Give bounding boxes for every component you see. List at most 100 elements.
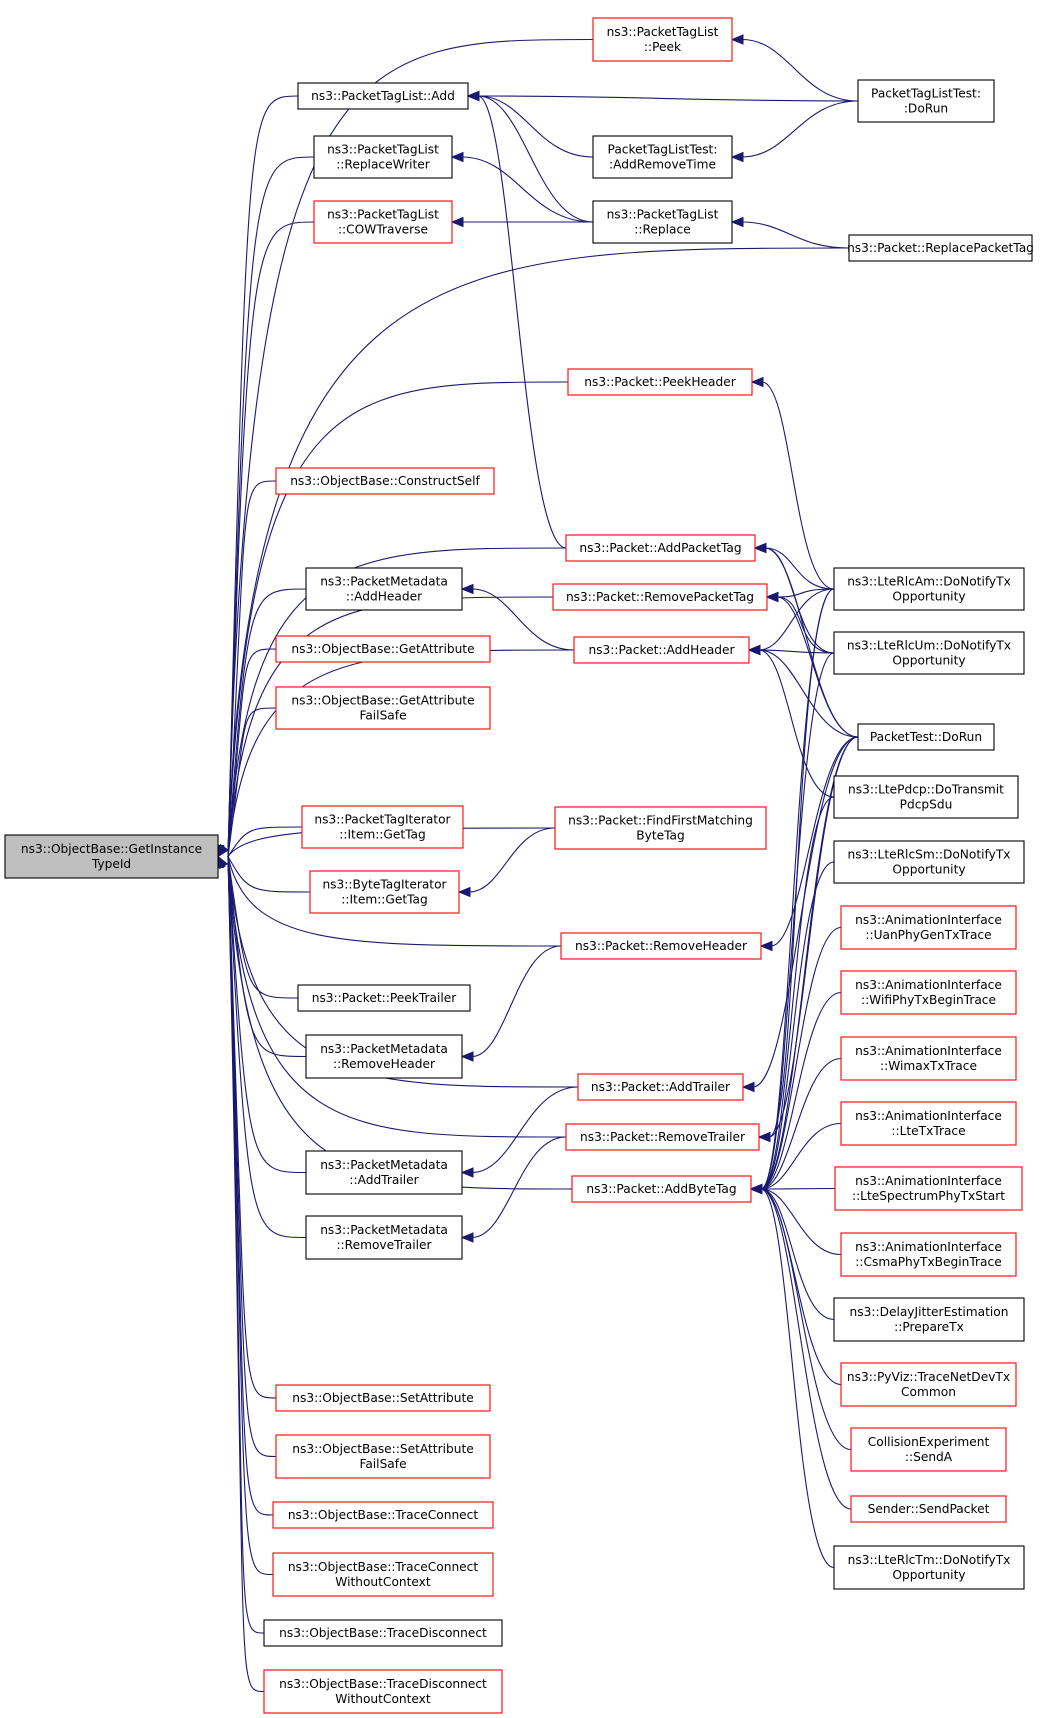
node-box [309,870,460,914]
node-ns3-packettaglist-peek[interactable]: ns3::PacketTagList::Peek [592,17,733,62]
node-ns3-objectbase-tracedisconnect[interactable]: ns3::ObjectBase::TraceDisconnect [263,1619,503,1647]
node-label-line: ::RemoveTrailer [336,1238,432,1252]
node-label-line: FailSafe [359,709,406,723]
node-ns3-animationinterface-csmaphytxbegintrace[interactable]: ns3::AnimationInterface::CsmaPhyTxBeginT… [840,1232,1017,1277]
node-ns3-packet-removeheader[interactable]: ns3::Packet::RemoveHeader [560,932,762,960]
edge-n0-n15 [227,648,277,857]
node-ns3-objectbase-tracedisconnectwithoutcontext[interactable]: ns3::ObjectBase::TraceDisconnectWithoutC… [263,1669,503,1714]
node-packettaglisttest-addremovetime[interactable]: PacketTagListTest::AddRemoveTime [592,135,733,179]
node-ns3-packet-addheader[interactable]: ns3::Packet::AddHeader [573,636,750,664]
edge-n7-n8 [741,221,850,249]
node-ns3-packet-removepackettag[interactable]: ns3::Packet::RemovePacketTag [552,583,768,611]
node-ns3-packet-addtrailer[interactable]: ns3::Packet::AddTrailer [577,1073,744,1101]
node-ns3-animationinterface-uanphygentxtrace[interactable]: ns3::AnimationInterface::UanPhyGenTxTrac… [840,905,1017,950]
node-label-line: ::Item::GetTag [341,893,428,907]
node-label-line: ns3::AnimationInterface [855,913,1002,927]
node-collisionexperiment-senda[interactable]: CollisionExperiment::SendA [850,1427,1007,1472]
node-ns3-objectbase-setattribute[interactable]: ns3::ObjectBase::SetAttribute [275,1384,491,1412]
edge-n36-n38 [760,1188,842,1256]
node-box [305,1150,463,1195]
node-box [554,806,767,850]
edge-n36-n19 [760,736,859,1190]
node-label-line: Opportunity [892,590,965,604]
node-ns3-packet-addpackettag[interactable]: ns3::Packet::AddPacketTag [565,534,756,562]
edge-n33-n31 [471,1086,579,1174]
node-ns3-packettaglist-add[interactable]: ns3::PacketTagList::Add [297,82,469,110]
node-box [560,932,762,960]
node-ns3-objectbase-traceconnectwithoutcontext[interactable]: ns3::ObjectBase::TraceConnectWithoutCont… [272,1552,494,1597]
node-ns3-packet-replacepackettag[interactable]: ns3::Packet::ReplacePacketTag [847,234,1034,262]
node-box [301,805,464,849]
edge-n0-n49 [227,856,265,1693]
node-box [263,1619,503,1647]
node-label-line: :DoRun [904,102,948,116]
node-ns3-animationinterface-wimaxtxtrace[interactable]: ns3::AnimationInterface::WimaxTxTrace [840,1036,1017,1081]
node-label-line: ns3::PacketMetadata [320,1042,448,1056]
arrowhead-n14-n20 [747,644,761,656]
node-ns3-packetmetadata-addheader[interactable]: ns3::PacketMetadata::AddHeader [305,567,463,611]
edge-n0-n13 [227,588,307,857]
node-label-line: ns3::ObjectBase::SetAttribute [292,1391,473,1405]
node-ns3-packettaglist-cowtraverse[interactable]: ns3::PacketTagList::COWTraverse [313,200,453,244]
node-label-line: ns3::PacketTagList [327,208,439,222]
arrowhead-n37-n34 [460,1232,474,1243]
node-ns3-packet-removetrailer[interactable]: ns3::Packet::RemoveTrailer [565,1123,760,1151]
node-sender-sendpacket[interactable]: Sender::SendPacket [850,1495,1007,1523]
node-ns3-packettagiterator-item-gettag[interactable]: ns3::PacketTagIterator::Item::GetTag [301,805,464,849]
arrowhead-n34-n17 [757,1131,771,1143]
node-label-line: ::UanPhyGenTxTrace [865,928,991,942]
node-ns3-packet-peekheader[interactable]: ns3::Packet::PeekHeader [567,368,753,396]
node-ns3-packetmetadata-removeheader[interactable]: ns3::PacketMetadata::RemoveHeader [305,1034,463,1079]
node-ns3-objectbase-traceconnect[interactable]: ns3::ObjectBase::TraceConnect [272,1501,494,1529]
node-ns3-packettaglist-replacewriter[interactable]: ns3::PacketTagList::ReplaceWriter [313,135,453,179]
node-box [275,635,491,663]
node-label-line: ns3::AnimationInterface [855,1044,1002,1058]
edge-n0-n41 [227,856,277,1399]
node-label-line: ::Peek [644,40,682,54]
node-box [552,583,768,611]
edge-n0-n27 [227,856,299,999]
node-label-line: ns3::PacketMetadata [320,1158,448,1172]
node-label-line: Sender::SendPacket [868,1502,990,1516]
node-label-line: ::ReplaceWriter [336,158,431,172]
node-ns3-animationinterface-wifiphytxbegintrace[interactable]: ns3::AnimationInterface::WifiPhyTxBeginT… [840,970,1017,1015]
node-box [275,686,491,730]
node-ns3-packettaglist-replace[interactable]: ns3::PacketTagList::Replace [592,200,733,244]
node-label-line: ns3::AnimationInterface [855,1240,1002,1254]
node-label-line: ::AddTrailer [349,1173,419,1187]
node-packettest-dorun[interactable]: PacketTest::DoRun [857,723,995,751]
node-label-line: ns3::ByteTagIterator [322,878,447,892]
edge-n0-n43 [227,856,277,1458]
node-label-line: ns3::Packet::RemoveHeader [575,939,748,953]
node-ns3-objectbase-constructself[interactable]: ns3::ObjectBase::ConstructSelf [275,467,495,495]
arrowhead-n9-n17 [750,376,764,388]
node-ns3-packet-addbytetag[interactable]: ns3::Packet::AddByteTag [571,1175,752,1203]
node-packettaglisttest-dorun[interactable]: PacketTagListTest::DoRun [857,79,995,123]
node-label-line: ns3::ObjectBase::TraceConnect [288,1560,479,1574]
node-ns3-bytetagiterator-item-gettag[interactable]: ns3::ByteTagIterator::Item::GetTag [309,870,460,914]
node-ns3-packetmetadata-addtrailer[interactable]: ns3::PacketMetadata::AddTrailer [305,1150,463,1195]
node-ns3-delayjitterestimation-preparetx[interactable]: ns3::DelayJitterEstimation::PrepareTx [833,1297,1025,1342]
node-ns3-objectbase-getattribute[interactable]: ns3::ObjectBase::GetAttribute [275,635,491,663]
node-box [833,567,1025,611]
node-ns3-packetmetadata-removetrailer[interactable]: ns3::PacketMetadata::RemoveTrailer [305,1215,463,1260]
node-ns3-animationinterface-ltetxtrace[interactable]: ns3::AnimationInterface::LteTxTrace [840,1101,1017,1146]
edge-n3-n7 [461,156,594,223]
node-label-line: ns3::Packet::AddPacketTag [579,541,741,555]
node-label-line: ::WifiPhyTxBeginTrace [861,993,996,1007]
node-ns3-animationinterface-ltespectrumphytxstart[interactable]: ns3::AnimationInterface::LteSpectrumPhyT… [834,1166,1023,1211]
node-label-line: ns3::LteRlcSm::DoNotifyTx [847,848,1010,862]
node-label-line: ::PrepareTx [894,1320,964,1334]
node-box [840,970,1017,1015]
node-ns3-packet-peektrailer[interactable]: ns3::Packet::PeekTrailer [297,984,471,1012]
